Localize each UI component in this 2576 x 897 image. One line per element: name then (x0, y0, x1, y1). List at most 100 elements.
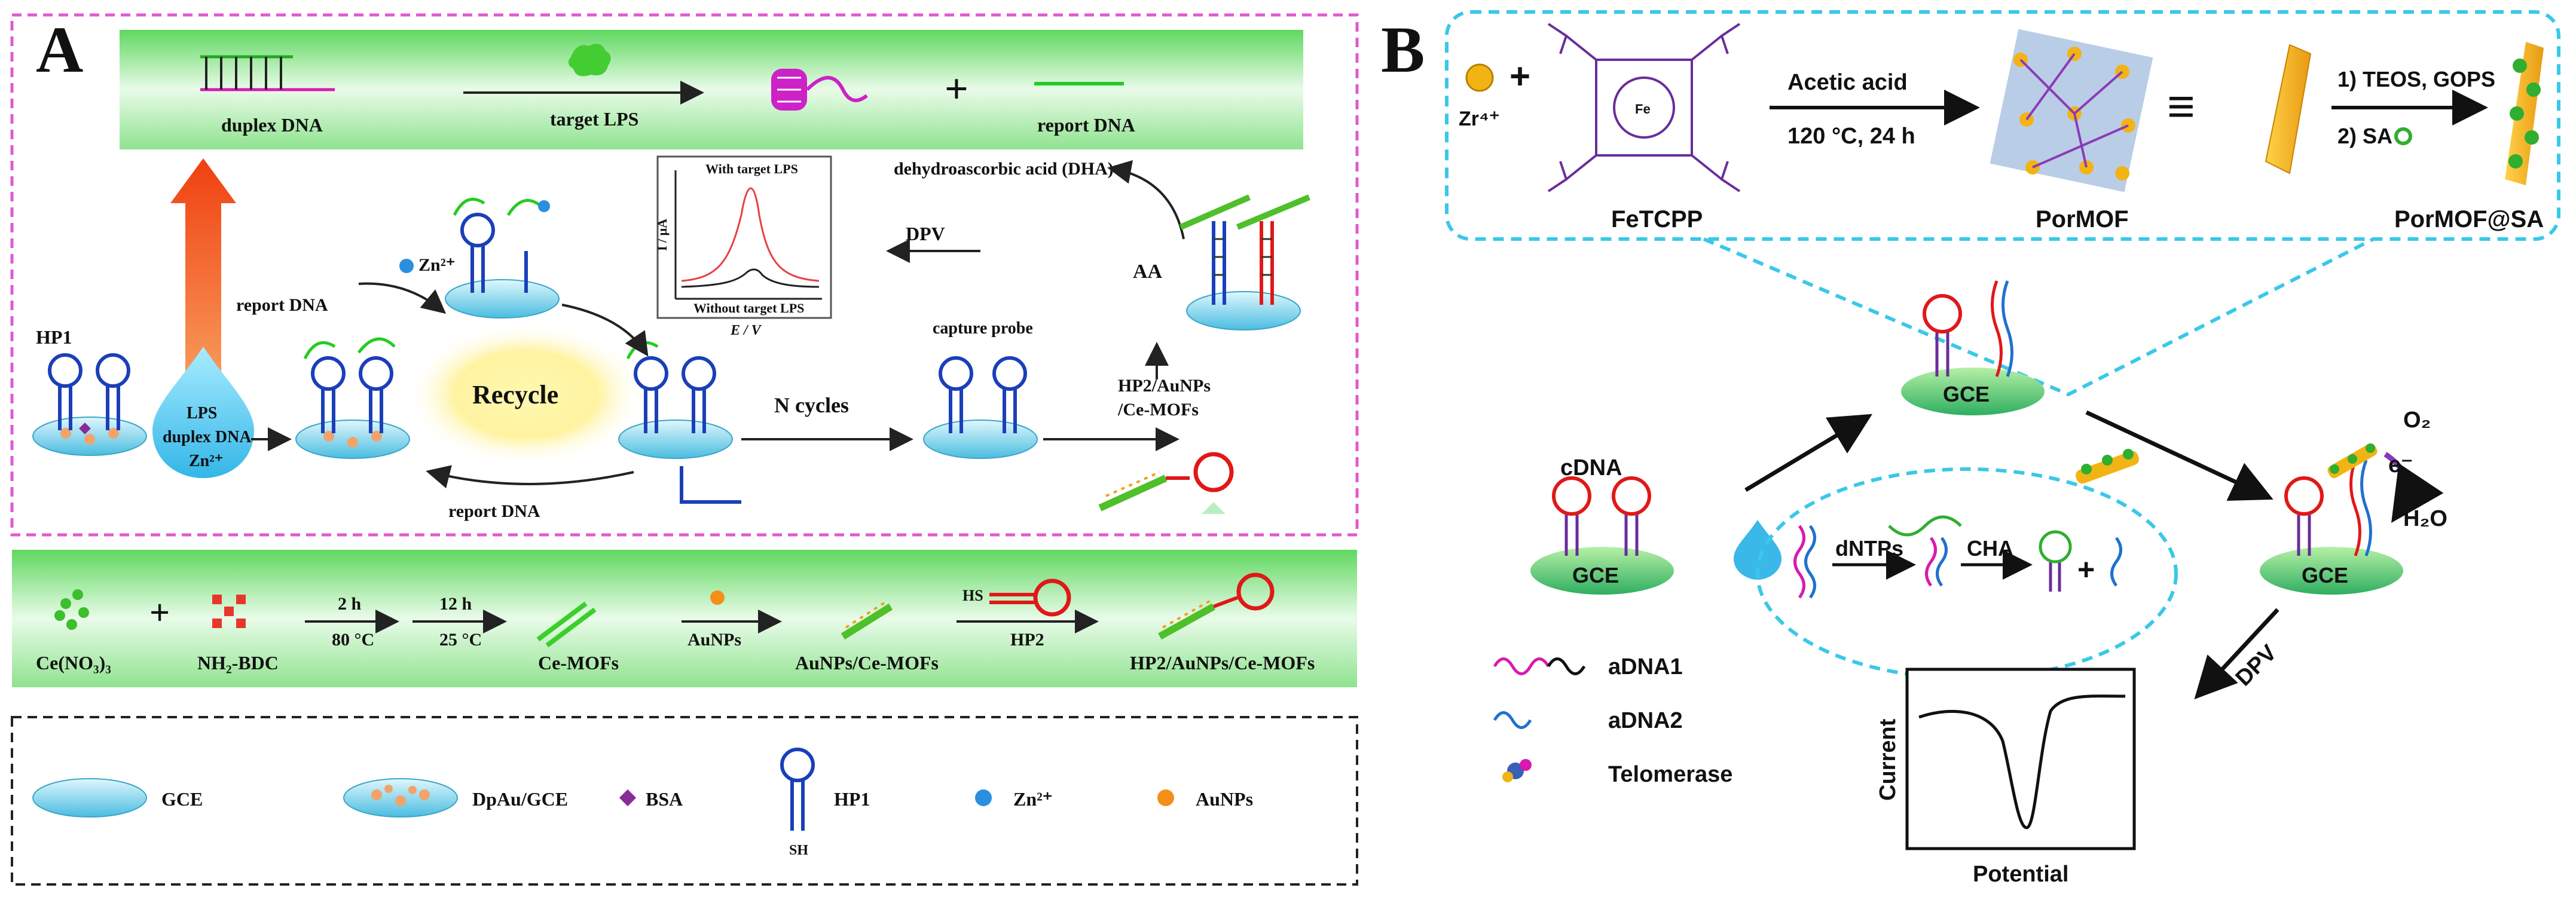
ce-no3-icon (54, 589, 89, 630)
legend-telomerase-icon (1502, 759, 1532, 782)
aa-to-dha-arrow (1107, 160, 1185, 240)
dpv-plot (1905, 668, 2136, 850)
legend-adna1: aDNA1 (1608, 654, 1683, 679)
legend-gce-icon (32, 778, 147, 818)
hp2-hairpin-icon (989, 578, 1071, 617)
legend-adna2-icon (1493, 711, 1532, 729)
arrow-a3 (426, 465, 634, 489)
zr-ion-icon (1465, 63, 1494, 92)
o2-label: O₂ (2403, 408, 2431, 433)
zr-label: Zr⁴⁺ (1459, 108, 1500, 130)
b-arrow-up (1744, 414, 1873, 492)
legend-adna2: aDNA2 (1608, 708, 1683, 733)
equiv-sign: ≡ (2167, 79, 2195, 133)
target-lps-label: target LPS (550, 108, 638, 130)
sa-icon (2394, 127, 2412, 145)
gce-left (1530, 476, 1674, 595)
plot-ylabel: Current (1875, 718, 1900, 801)
fetcpp-label: FeTCPP (1611, 206, 1703, 232)
hp2-mof-icon (1098, 452, 1234, 512)
fe-center: Fe (1635, 102, 1651, 117)
legend-dpau-gce: DpAu/GCE (472, 788, 568, 810)
plot-xlabel: Potential (1973, 862, 2068, 887)
legend-aunps-icon (1157, 789, 1174, 806)
nh2-bdc-icon (212, 595, 246, 628)
report-dna-bottom-label: report DNA (448, 501, 540, 521)
aunps-ce-mofs-label: AuNPs/Ce-MOFs (795, 652, 939, 673)
panel-a-svg: A duplex DNA target LPS + report DNA deh… (10, 13, 1359, 886)
arrow-a2 (561, 304, 649, 357)
hp2-step-label: HP2 (1010, 630, 1044, 650)
zn-label: Zn²⁺ (418, 255, 456, 275)
capture-probe-label: capture probe (933, 319, 1033, 338)
legend-adna1-icon-b (1547, 657, 1586, 675)
aunp-icon (710, 590, 725, 605)
drop-line-1: LPS (187, 404, 217, 423)
legend-zn-icon (975, 789, 992, 806)
ce-mofs-icon (536, 601, 597, 648)
recycle-glow (407, 323, 646, 466)
aunps-ce-mofs-icon (841, 599, 893, 640)
cha-plus: + (2077, 553, 2095, 586)
pormof-sa-rod-icon (2505, 42, 2544, 185)
panel-a-letter: A (36, 13, 83, 86)
lps-icon (568, 44, 611, 76)
panel-b: B Zr⁴⁺ + Fe FeTCPP Acetic acid 120 °C, 2… (1369, 0, 2576, 897)
synthesis-dashed-box (1445, 10, 2560, 241)
electrode-hp1 (32, 353, 147, 456)
e-label: e⁻ (2388, 452, 2413, 477)
gce-top-label: GCE (1943, 382, 1990, 406)
step2-bottom: 25 °C (439, 630, 482, 650)
pink-dashed-frame (10, 13, 1359, 537)
pormof-sa-label: PorMOF@SA (2394, 206, 2544, 232)
orange-up-arrow (170, 158, 236, 394)
b-dpv-label: DPV (2231, 640, 2282, 691)
step1-top: 2 h (338, 594, 362, 614)
callout-funnel (1703, 237, 2375, 397)
hp1-label: HP1 (36, 326, 72, 348)
step2-top: 12 h (439, 594, 472, 614)
aa-label: AA (1133, 261, 1163, 283)
electrode-cycle-right (618, 341, 733, 459)
dha-label: dehydroascorbic acid (DHA) (894, 159, 1114, 179)
legend-zn: Zn²⁺ (1013, 788, 1053, 810)
b-plus: + (1509, 56, 1530, 96)
electrode-cycle-top (445, 197, 560, 319)
gce-top (1901, 280, 2045, 415)
legend-adna1-icon-a (1493, 657, 1550, 675)
report-dna-label: report DNA (1037, 114, 1135, 136)
acetic-acid-label: Acetic acid (1787, 70, 1908, 95)
fetcpp-structure-icon (1547, 23, 1741, 192)
legend-frame (11, 716, 1358, 886)
released-adna2-icon (2110, 537, 2122, 587)
h2o-label: H₂O (2403, 506, 2447, 531)
conditions-label: 120 °C, 24 h (1787, 124, 1915, 149)
step2-label: 2) SA (2337, 124, 2392, 148)
callout-wedge (1202, 502, 1226, 514)
legend-gce: GCE (161, 788, 203, 810)
legend-bsa: BSA (646, 788, 683, 810)
sample-drop-icon (1734, 520, 1781, 580)
inset-dpv-plot (656, 155, 832, 319)
report-dna-top-label: report DNA (236, 295, 328, 315)
legend-bsa-icon (619, 789, 637, 807)
electrode-open (295, 337, 410, 459)
recycle-label: Recycle (472, 380, 558, 409)
inset-xlabel: E / V (730, 323, 762, 338)
cha-label: CHA (1967, 536, 2013, 561)
hairpin-product-icon (2039, 530, 2072, 592)
legend-sh: SH (789, 843, 808, 858)
gce-right-label: GCE (2302, 563, 2348, 587)
inset-with-target: With target LPS (705, 161, 798, 176)
legend-telomerase: Telomerase (1608, 762, 1732, 787)
pormof-sa-probe-icon (2076, 449, 2139, 484)
step1-bottom: 80 °C (332, 630, 374, 650)
pormof-rod-icon (2265, 44, 2312, 174)
panel-b-letter: B (1381, 13, 1425, 86)
legend-dpau-gce-icon (343, 778, 458, 818)
legend-hp1: HP1 (834, 788, 870, 810)
adna-strands-icon (1793, 515, 1962, 599)
pormof-label: PorMOF (2036, 206, 2129, 232)
legend-hp1-icon (780, 748, 815, 831)
hs-label: HS (962, 587, 983, 604)
